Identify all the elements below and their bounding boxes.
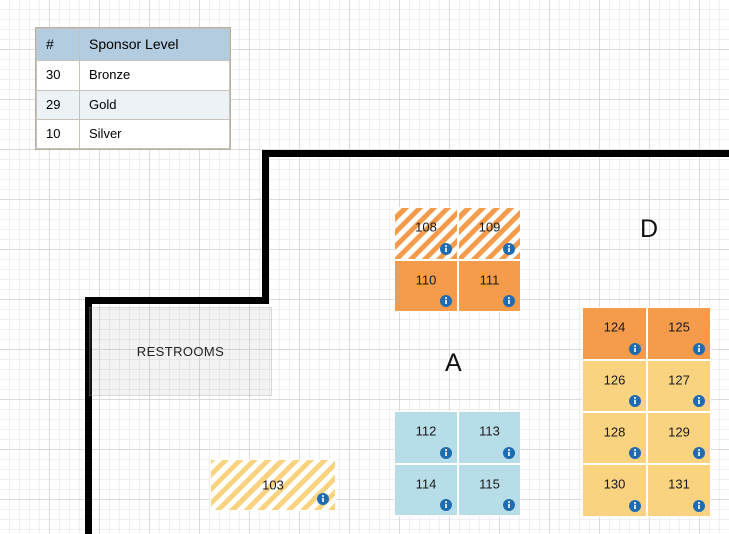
booth-129[interactable]: 129 (647, 412, 711, 464)
booth-108[interactable]: 108 (394, 207, 458, 260)
info-icon[interactable] (629, 343, 641, 355)
booth-126[interactable]: 126 (582, 360, 647, 412)
info-icon[interactable] (440, 295, 452, 307)
booth-109[interactable]: 109 (458, 207, 521, 260)
booth-number: 128 (603, 424, 626, 440)
booth-number: 112 (415, 423, 437, 439)
booth-number: 110 (415, 272, 437, 288)
booth-number: 127 (668, 372, 690, 388)
info-icon[interactable] (693, 343, 705, 355)
booth-124[interactable]: 124 (582, 307, 647, 360)
booth-group-112: 112 113 114 115 (394, 411, 521, 516)
legend-row-gold: 29 Gold (36, 89, 230, 120)
info-icon[interactable] (503, 243, 515, 255)
legend-row-bronze: 30 Bronze (36, 60, 230, 91)
booth-number: 129 (668, 424, 690, 440)
booth-111[interactable]: 111 (458, 260, 521, 312)
booth-number: 111 (479, 272, 500, 288)
booth-127[interactable]: 127 (647, 360, 711, 412)
legend-level: Gold (79, 89, 230, 120)
booth-130[interactable]: 130 (582, 464, 647, 517)
wall-segment-top-right (262, 150, 729, 157)
booth-number: 109 (478, 219, 501, 235)
info-icon[interactable] (629, 395, 641, 407)
booth-number: 113 (479, 423, 500, 439)
zone-label-a: A (445, 349, 462, 377)
room-label: RESTROOMS (136, 344, 225, 359)
booth-number: 130 (603, 476, 626, 492)
booth-125[interactable]: 125 (647, 307, 711, 360)
legend-header-row: # Sponsor Level (36, 27, 230, 62)
info-icon[interactable] (629, 500, 641, 512)
info-icon[interactable] (503, 447, 515, 459)
booth-103[interactable]: 103 (210, 459, 336, 511)
booth-114[interactable]: 114 (394, 464, 458, 516)
booth-number: 115 (479, 476, 500, 492)
booth-113[interactable]: 113 (458, 411, 521, 464)
info-icon[interactable] (440, 243, 452, 255)
info-icon[interactable] (317, 493, 329, 505)
info-icon[interactable] (440, 499, 452, 511)
booth-number: 131 (668, 476, 690, 492)
legend-header-count: # (36, 27, 80, 62)
legend-count: 10 (36, 118, 80, 150)
legend-count: 29 (36, 89, 80, 120)
info-icon[interactable] (693, 395, 705, 407)
booth-number: 108 (415, 219, 437, 235)
booth-110[interactable]: 110 (394, 260, 458, 312)
booth-number: 114 (415, 476, 437, 492)
booth-number: 124 (603, 319, 626, 335)
legend-row-silver: 10 Silver (36, 118, 230, 150)
info-icon[interactable] (693, 500, 705, 512)
booth-group-108: 108 109 110 111 (394, 207, 521, 312)
info-icon[interactable] (503, 295, 515, 307)
booth-115[interactable]: 115 (458, 464, 521, 516)
booth-number: 126 (603, 372, 626, 388)
sponsor-level-legend: # Sponsor Level 30 Bronze 29 Gold 10 Sil… (36, 27, 230, 150)
wall-segment-vertical-left (85, 297, 92, 534)
wall-segment-horizontal-lower (85, 297, 269, 304)
info-icon[interactable] (503, 499, 515, 511)
zone-label-d: D (640, 215, 659, 243)
booth-128[interactable]: 128 (582, 412, 647, 464)
booth-number: 125 (668, 319, 690, 335)
info-icon[interactable] (693, 447, 705, 459)
wall-segment-vertical-mid (262, 150, 269, 303)
legend-header-level: Sponsor Level (79, 27, 230, 62)
room-restrooms: RESTROOMS (89, 307, 272, 396)
booth-131[interactable]: 131 (647, 464, 711, 517)
legend-count: 30 (36, 60, 80, 91)
legend-level: Bronze (79, 60, 230, 91)
booth-group-124: 124 125 126 127 128 (582, 307, 711, 517)
booth-112[interactable]: 112 (394, 411, 458, 464)
booth-number: 103 (262, 477, 284, 493)
legend-level: Silver (79, 118, 230, 150)
info-icon[interactable] (629, 447, 641, 459)
booth-group-103: 103 (210, 459, 336, 511)
info-icon[interactable] (440, 447, 452, 459)
